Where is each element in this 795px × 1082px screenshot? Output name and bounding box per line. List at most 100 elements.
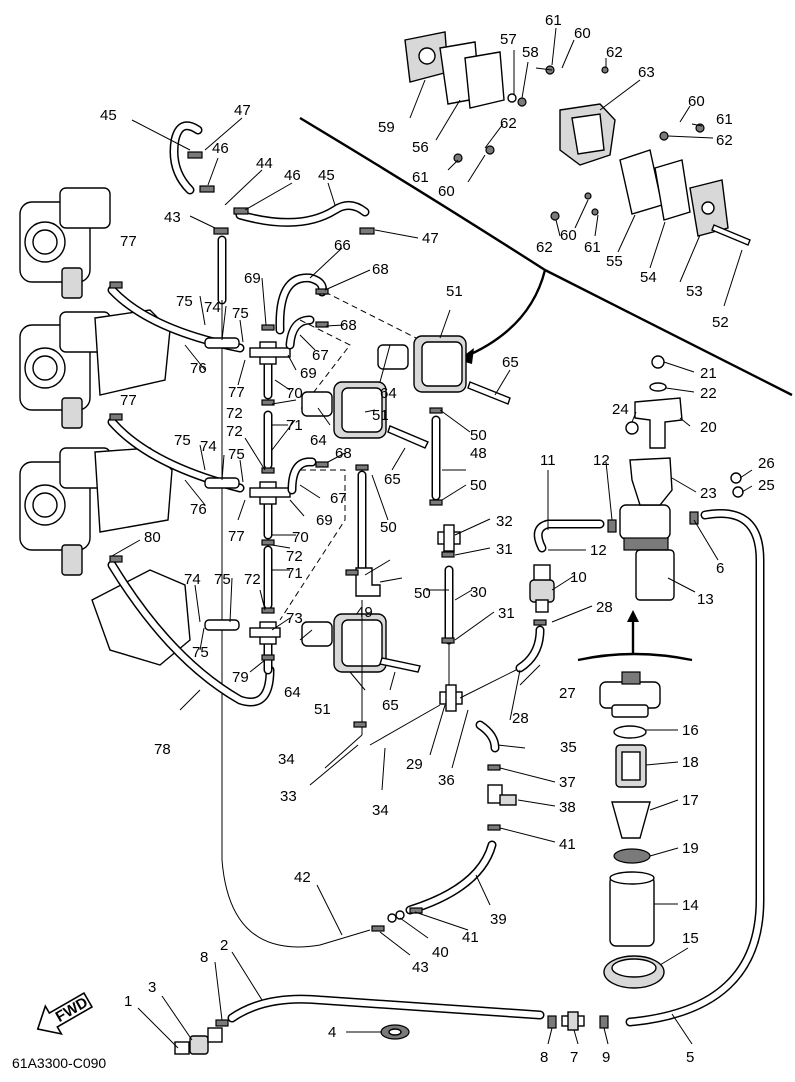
callout-49: 49 bbox=[356, 604, 373, 621]
callout-9: 9 bbox=[602, 1049, 610, 1066]
callout-50: 50 bbox=[380, 519, 397, 536]
callout-61: 61 bbox=[412, 169, 429, 186]
callout-46: 46 bbox=[212, 140, 229, 157]
callout-25: 25 bbox=[758, 477, 775, 494]
callout-75: 75 bbox=[192, 644, 209, 661]
pump-detail-arrow bbox=[461, 269, 547, 360]
callout-12: 12 bbox=[593, 452, 610, 469]
callout-53: 53 bbox=[686, 283, 703, 300]
hose-74-c bbox=[204, 619, 240, 631]
callout-30: 30 bbox=[470, 584, 487, 601]
line-long-return bbox=[221, 859, 371, 948]
inline-filter-10 bbox=[529, 564, 555, 613]
callout-69: 69 bbox=[300, 365, 317, 382]
callout-39: 39 bbox=[490, 911, 507, 928]
callout-1: 1 bbox=[124, 993, 132, 1010]
callout-77: 77 bbox=[228, 384, 245, 401]
callout-64: 64 bbox=[310, 432, 327, 449]
callout-31: 31 bbox=[496, 541, 513, 558]
t-joint-mid bbox=[249, 481, 291, 505]
callout-19: 19 bbox=[682, 840, 699, 857]
diaphragm-plate bbox=[464, 51, 505, 109]
elbow-49 bbox=[355, 567, 381, 597]
callout-65: 65 bbox=[502, 354, 519, 371]
callout-61: 61 bbox=[545, 12, 562, 29]
callout-23: 23 bbox=[700, 485, 717, 502]
callout-24: 24 bbox=[612, 401, 629, 418]
callout-37: 37 bbox=[559, 774, 576, 791]
callout-74: 74 bbox=[184, 571, 201, 588]
callout-75: 75 bbox=[174, 432, 191, 449]
callout-2: 2 bbox=[220, 937, 228, 954]
callout-56: 56 bbox=[412, 139, 429, 156]
callout-10: 10 bbox=[570, 569, 587, 586]
callout-50: 50 bbox=[414, 585, 431, 602]
callout-28: 28 bbox=[596, 599, 613, 616]
bowl-14 bbox=[609, 871, 655, 947]
fuel-pump-top bbox=[377, 335, 467, 393]
pump-detail-divider-tail bbox=[544, 268, 793, 397]
callout-15: 15 bbox=[682, 930, 699, 947]
callout-65: 65 bbox=[384, 471, 401, 488]
fwd-arrow-icon: FWD bbox=[36, 991, 94, 1035]
callout-66: 66 bbox=[334, 237, 351, 254]
callout-62: 62 bbox=[716, 132, 733, 149]
callout-50: 50 bbox=[470, 477, 487, 494]
callout-43: 43 bbox=[412, 959, 429, 976]
callout-35: 35 bbox=[560, 739, 577, 756]
callout-76: 76 bbox=[190, 360, 207, 377]
water-separator-13 bbox=[619, 504, 675, 601]
filter-head-16 bbox=[599, 671, 661, 718]
t-joint-29 bbox=[439, 684, 463, 712]
callout-47: 47 bbox=[422, 230, 439, 247]
pump-body-63 bbox=[559, 103, 616, 166]
callout-34: 34 bbox=[278, 751, 295, 768]
o-ring-16 bbox=[613, 725, 647, 739]
callout-69: 69 bbox=[316, 512, 333, 529]
bracket-20 bbox=[634, 397, 683, 449]
callout-71: 71 bbox=[286, 417, 303, 434]
small-fasteners bbox=[453, 65, 705, 221]
callout-51: 51 bbox=[314, 701, 331, 718]
callout-12: 12 bbox=[590, 542, 607, 559]
callout-58: 58 bbox=[522, 44, 539, 61]
callout-20: 20 bbox=[700, 419, 717, 436]
callout-80: 80 bbox=[144, 529, 161, 546]
callout-21: 21 bbox=[700, 365, 717, 382]
fuel-cock-38 bbox=[487, 784, 517, 806]
callout-34: 34 bbox=[372, 802, 389, 819]
callout-62: 62 bbox=[606, 44, 623, 61]
callout-64: 64 bbox=[284, 684, 301, 701]
callout-75: 75 bbox=[176, 293, 193, 310]
pump-detail-divider bbox=[299, 116, 546, 272]
callout-61: 61 bbox=[716, 111, 733, 128]
fuel-pump-low bbox=[301, 613, 387, 673]
callout-68: 68 bbox=[372, 261, 389, 278]
callout-70: 70 bbox=[286, 385, 303, 402]
callout-68: 68 bbox=[335, 445, 352, 462]
callout-13: 13 bbox=[697, 591, 714, 608]
callout-67: 67 bbox=[330, 490, 347, 507]
callout-63: 63 bbox=[638, 64, 655, 81]
filter-detail-bracket bbox=[577, 652, 693, 662]
callout-72: 72 bbox=[286, 548, 303, 565]
joint-7 bbox=[561, 1011, 585, 1031]
gasket-55 bbox=[619, 149, 663, 215]
callout-5: 5 bbox=[686, 1049, 694, 1066]
callout-60: 60 bbox=[438, 183, 455, 200]
callout-60: 60 bbox=[560, 227, 577, 244]
callout-44: 44 bbox=[256, 155, 273, 172]
pump-cover-59 bbox=[404, 31, 449, 83]
cone-17 bbox=[611, 801, 651, 839]
callout-55: 55 bbox=[606, 253, 623, 270]
callout-52: 52 bbox=[712, 314, 729, 331]
callout-69: 69 bbox=[244, 270, 261, 287]
callout-75: 75 bbox=[214, 571, 231, 588]
callout-16: 16 bbox=[682, 722, 699, 739]
callout-74: 74 bbox=[200, 438, 217, 455]
callout-57: 57 bbox=[500, 31, 517, 48]
callout-4: 4 bbox=[328, 1024, 336, 1041]
line-art: FWD bbox=[19, 31, 793, 1055]
callout-71: 71 bbox=[286, 565, 303, 582]
